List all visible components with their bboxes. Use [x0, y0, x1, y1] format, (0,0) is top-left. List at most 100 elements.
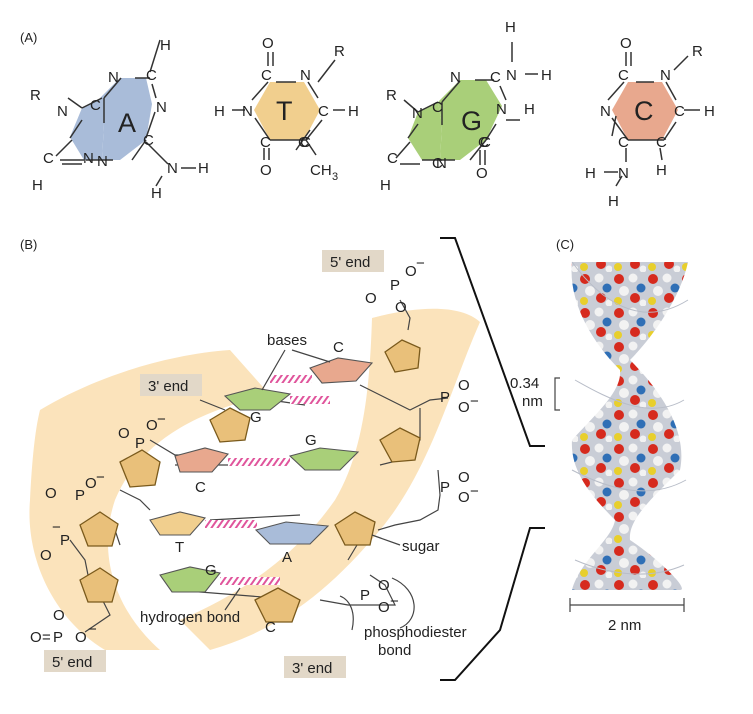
atom-r: R — [692, 43, 703, 60]
phosphate-o: O — [40, 547, 52, 564]
strand-letter-g: G — [205, 562, 217, 579]
atom-h: H — [160, 37, 171, 54]
strand-letter-c: C — [265, 619, 276, 636]
strand-letter-a: A — [282, 549, 292, 566]
width-scale-bar — [569, 598, 685, 612]
label-sugar: sugar — [402, 538, 440, 555]
atom-n: N — [436, 155, 447, 172]
phosphate-p: P — [440, 479, 450, 496]
atom-c: C — [260, 134, 271, 151]
strand-letter-g: G — [250, 409, 262, 426]
atom-c: C — [146, 67, 157, 84]
width-label: 2 nm — [608, 617, 641, 634]
phosphate-o: O — [378, 577, 390, 594]
phosphate-minus: − — [88, 621, 97, 638]
strand-letter-c: C — [195, 479, 206, 496]
atom-c: C — [261, 67, 272, 84]
panel-label-c: (C) — [556, 237, 574, 252]
label-bases: bases — [267, 332, 307, 349]
atom-h: H — [151, 185, 162, 202]
five-end-top-text: 5' end — [330, 254, 370, 271]
atom-c: C — [478, 134, 489, 151]
atom-n: N — [83, 150, 94, 167]
thymine-structure: O C N R H N C C H C C O CH 3 T — [214, 35, 359, 183]
base-letter-a: A — [118, 108, 136, 138]
bases-pointer — [261, 349, 331, 391]
phosphate-minus: − — [52, 519, 61, 536]
phosphate-minus: − — [96, 469, 105, 486]
phosphate-o: O — [146, 417, 158, 434]
five-end-bottom-label: 5' end — [44, 650, 106, 672]
phosphate-minus: − — [416, 255, 425, 272]
atom-r: R — [30, 87, 41, 104]
phosphate-o: O — [85, 475, 97, 492]
atom-n: N — [412, 105, 423, 122]
three-end-bottom-label: 3' end — [284, 656, 346, 678]
phosphodiester-bracket — [339, 577, 415, 631]
atom-h: H — [541, 67, 552, 84]
phosphate-group-bottom-left: O = P O − O — [30, 607, 97, 646]
phosphate-o: O — [458, 377, 470, 394]
phosphate-o: O — [365, 290, 377, 307]
atom-c: C — [387, 150, 398, 167]
atom-h: H — [348, 103, 359, 120]
three-end-left-text: 3' end — [148, 378, 188, 395]
atom-c: C — [43, 150, 54, 167]
atom-h: H — [704, 103, 715, 120]
rise-value: 0.34 — [510, 375, 539, 392]
phosphate-eq: = — [42, 629, 51, 646]
phosphate-group-left-1: P O O − — [118, 411, 166, 452]
backbone-band-right — [180, 308, 480, 650]
base-letter-g: G — [461, 106, 482, 136]
phosphate-group-right-2: P O O − — [440, 469, 479, 506]
three-end-left-label: 3' end — [140, 374, 202, 396]
base-letter-c: C — [634, 96, 654, 126]
atom-n: N — [300, 67, 311, 84]
phosphate-o: O — [458, 489, 470, 506]
rise-unit: nm — [522, 393, 543, 410]
atom-h: H — [656, 162, 667, 179]
label-phosphodiester: phosphodiester — [364, 624, 467, 641]
atom-o: O — [260, 162, 272, 179]
atom-n: N — [618, 165, 629, 182]
sugar-rings — [79, 339, 421, 623]
adenine-structure: R N N C H N C C N C H N N H H A — [30, 37, 209, 202]
atom-n: N — [600, 103, 611, 120]
hydrogen-bond-hatching — [205, 375, 330, 585]
zoom-bracket-top — [440, 237, 545, 447]
phosphate-p: P — [53, 629, 63, 646]
phosphate-minus: − — [470, 483, 479, 500]
atom-n: N — [57, 103, 68, 120]
phosphate-o: O — [45, 485, 57, 502]
phosphate-o: O — [118, 425, 130, 442]
phosphate-group-left-3: P O − — [40, 519, 70, 564]
atom-n: N — [660, 67, 671, 84]
panel-label-a: (A) — [20, 30, 37, 45]
hydrogen-bond-pointer — [224, 587, 241, 611]
guanine-structure: H N H R N N C C N H C C N C C H O G — [380, 19, 552, 194]
phosphate-o: O — [458, 399, 470, 416]
atom-c: C — [432, 155, 443, 172]
atom-h: H — [198, 160, 209, 177]
phosphate-o: O — [53, 607, 65, 624]
strand-letter-c: C — [333, 339, 344, 356]
atom-c: C — [480, 134, 491, 151]
phosphate-group-right-1: P O O − — [440, 377, 479, 416]
atom-h: H — [585, 165, 596, 182]
phosphate-o: O — [458, 469, 470, 486]
label-bond: bond — [378, 642, 411, 659]
atom-c: C — [618, 134, 629, 151]
phosphate-p: P — [75, 487, 85, 504]
phosphate-p: P — [135, 435, 145, 452]
atom-c: C — [318, 103, 329, 120]
atom-r: R — [334, 43, 345, 60]
phosphate-o: O — [405, 263, 417, 280]
atom-n: N — [97, 153, 108, 170]
base-plates — [149, 357, 374, 593]
phosphate-group-right-3: P O O − — [360, 577, 399, 616]
base-letter-t: T — [276, 96, 293, 126]
atom-n: N — [242, 103, 253, 120]
cytosine-structure: O C N R N C H C C H N H H C — [585, 35, 715, 210]
